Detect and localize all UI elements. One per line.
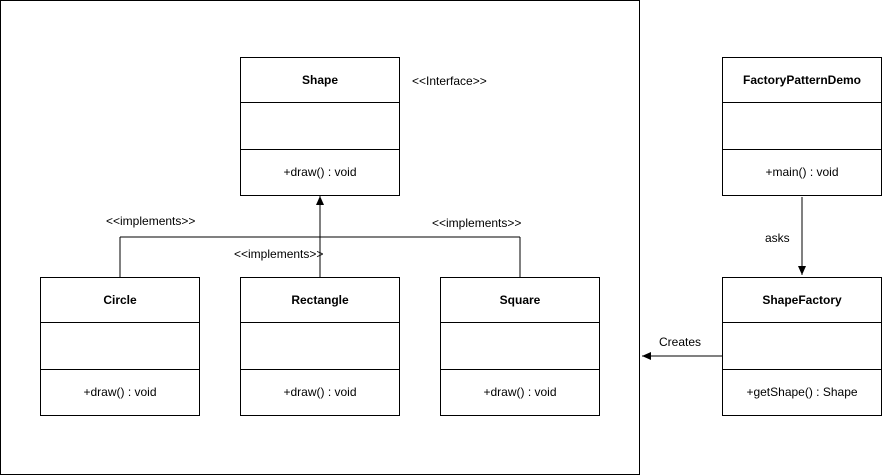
class-name: Shape xyxy=(241,58,399,103)
asks-label: asks xyxy=(765,231,790,245)
class-name: Square xyxy=(441,278,599,323)
shape-interface-class[interactable]: Shape +draw() : void xyxy=(240,57,400,196)
class-name: Circle xyxy=(41,278,199,323)
implements-label-rectangle: <<implements>> xyxy=(234,247,324,261)
methods-compartment: +draw() : void xyxy=(83,385,157,399)
circle-class[interactable]: Circle +draw() : void xyxy=(40,277,200,416)
attributes-compartment xyxy=(241,103,399,150)
methods-compartment: +draw() : void xyxy=(283,165,357,179)
shape-factory-class[interactable]: ShapeFactory +getShape() : Shape xyxy=(722,277,882,416)
implements-label-square: <<implements>> xyxy=(432,216,522,230)
implements-connectors xyxy=(119,196,521,277)
shapes-container-frame xyxy=(0,0,640,475)
class-name: Rectangle xyxy=(241,278,399,323)
methods-compartment: +draw() : void xyxy=(283,385,357,399)
implements-label-circle: <<implements>> xyxy=(106,214,196,228)
methods-compartment: +draw() : void xyxy=(483,385,557,399)
attributes-compartment xyxy=(723,323,881,370)
factory-pattern-demo-class[interactable]: FactoryPatternDemo +main() : void xyxy=(722,57,882,196)
attributes-compartment xyxy=(723,103,881,150)
attributes-compartment xyxy=(41,323,199,370)
attributes-compartment xyxy=(241,323,399,370)
interface-stereotype-label: <<Interface>> xyxy=(412,74,487,88)
attributes-compartment xyxy=(441,323,599,370)
methods-compartment: +main() : void xyxy=(765,165,839,179)
square-class[interactable]: Square +draw() : void xyxy=(440,277,600,416)
methods-compartment: +getShape() : Shape xyxy=(746,385,858,399)
class-name: FactoryPatternDemo xyxy=(723,58,881,103)
creates-label: Creates xyxy=(659,335,702,349)
class-name: ShapeFactory xyxy=(723,278,881,323)
rectangle-class[interactable]: Rectangle +draw() : void xyxy=(240,277,400,416)
